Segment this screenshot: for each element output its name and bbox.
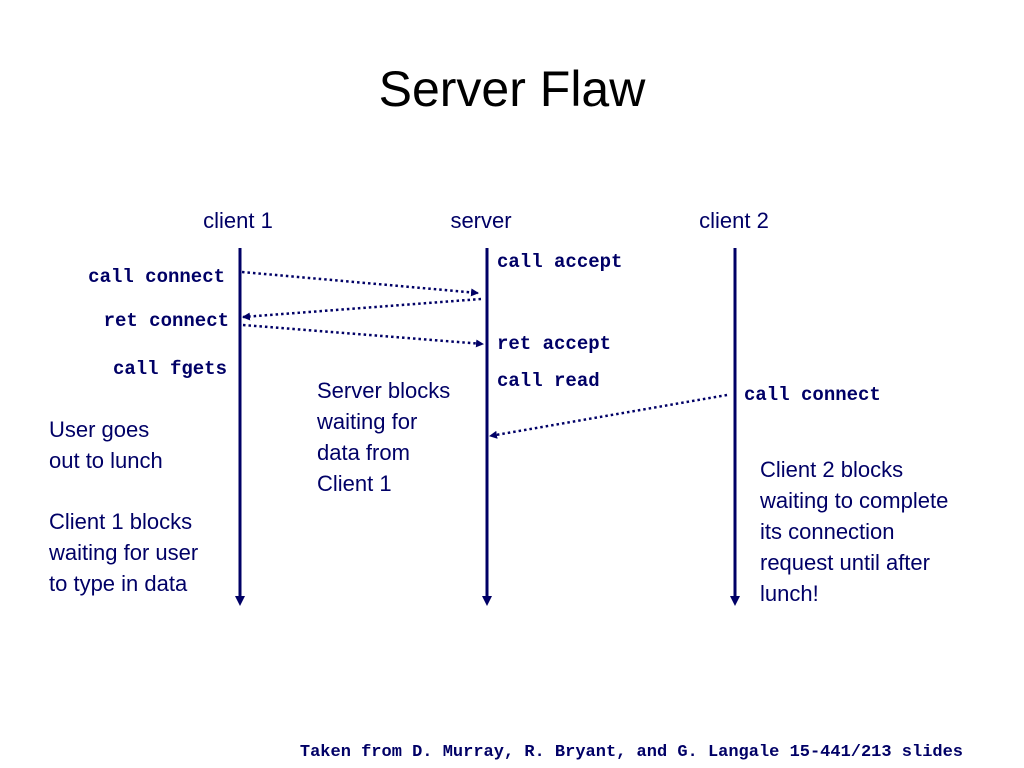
note-line: User goes xyxy=(49,417,149,442)
client1-call-connect-label: call connect xyxy=(88,266,225,288)
lifeline-client2 xyxy=(730,248,740,606)
lifeline-server xyxy=(482,248,492,606)
note-client1-blocks: Client 1 blocks waiting for user to type… xyxy=(48,509,204,596)
server-call-accept-label: call accept xyxy=(497,251,622,273)
slide-title: Server Flaw xyxy=(378,61,646,117)
lane-label-client2: client 2 xyxy=(699,208,769,233)
message-accept-complete xyxy=(242,323,484,348)
server-ret-accept-label: ret accept xyxy=(497,333,611,355)
client1-call-fgets-label: call fgets xyxy=(113,358,227,380)
note-line: request until after xyxy=(760,550,930,575)
note-line: its connection xyxy=(760,519,895,544)
note-client1-lunch: User goes out to lunch xyxy=(49,417,163,473)
lifeline-client1 xyxy=(235,248,245,606)
note-server-blocks: Server blocks waiting for data from Clie… xyxy=(316,378,456,496)
note-line: data from xyxy=(317,440,410,465)
server-call-read-label: call read xyxy=(497,370,600,392)
lane-label-server: server xyxy=(450,208,511,233)
note-line: Client 1 xyxy=(317,471,392,496)
client2-call-connect-label: call connect xyxy=(744,384,881,406)
note-line: lunch! xyxy=(760,581,819,606)
note-line: Client 1 blocks xyxy=(49,509,192,534)
client1-ret-connect-label: ret connect xyxy=(104,310,229,332)
message-connect-request xyxy=(241,270,479,297)
note-line: to type in data xyxy=(49,571,188,596)
note-line: Client 2 blocks xyxy=(760,457,903,482)
note-client2-blocks: Client 2 blocks waiting to complete its … xyxy=(759,457,954,606)
message-connect-reply xyxy=(242,297,482,321)
note-line: out to lunch xyxy=(49,448,163,473)
note-line: waiting to complete xyxy=(759,488,948,513)
message-client2-connect xyxy=(489,393,728,439)
note-line: waiting for xyxy=(316,409,417,434)
credit-footer: Taken from D. Murray, R. Bryant, and G. … xyxy=(300,743,963,762)
note-line: Server blocks xyxy=(317,378,450,403)
lane-label-client1: client 1 xyxy=(203,208,273,233)
note-line: waiting for user xyxy=(48,540,198,565)
